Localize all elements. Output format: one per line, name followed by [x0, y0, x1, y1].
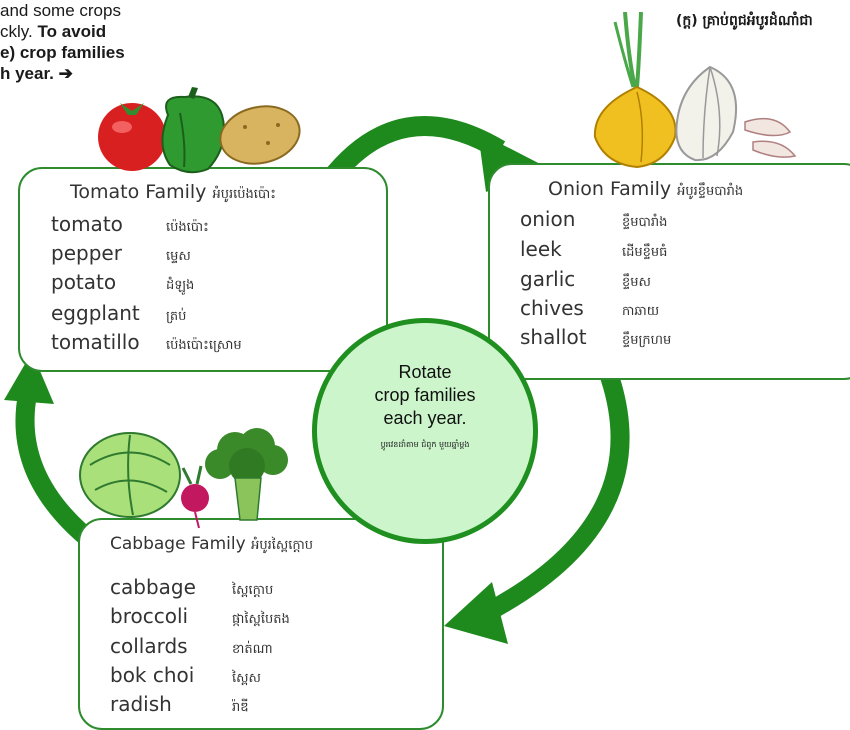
- shallot-label-kh: ខ្ទឹមក្រហម: [622, 332, 671, 351]
- rotate-crop-families-circle: Rotate crop families each year. ប្ដូរវេន…: [312, 318, 538, 544]
- onion-label: onion: [520, 207, 622, 231]
- potato-label: potato: [51, 270, 166, 294]
- garlic-label: garlic: [520, 267, 622, 291]
- radish-illustration: [181, 466, 209, 528]
- garlic-clove-illustration: [745, 119, 795, 157]
- garlic-illustration: [676, 67, 736, 160]
- chives-label: chives: [520, 296, 622, 320]
- cabbage-illustration: [80, 433, 180, 517]
- center-subtitle-kh: ប្ដូរវេនដាំតាម ជំពូក មួយឆ្នាំម្ដង: [317, 439, 533, 451]
- radish-label-kh: រ៉ាឌី: [232, 699, 249, 718]
- tomato-family-title-en: Tomato Family: [70, 181, 206, 203]
- tomato-family-title: Tomato Family អំបូរប៉េងប៉ោះ: [70, 181, 276, 205]
- bok-choi-label-kh: ស្ពៃស: [232, 670, 261, 689]
- onion-family-title-kh: អំបូរខ្ទឹមបារាំង: [677, 184, 743, 199]
- eggplant-label: eggplant: [51, 301, 166, 325]
- cabbage-label: cabbage: [110, 575, 232, 599]
- cabbage-family-title: Cabbage Family អំបូរស្ពៃក្ដោប: [110, 534, 313, 556]
- broccoli-label: broccoli: [110, 604, 232, 628]
- pepper-illustration: [162, 87, 224, 172]
- leek-label-kh: ដើមខ្ទឹមធំ: [622, 244, 667, 263]
- tomatillo-label-kh: ប៉េងប៉ោះស្រោម: [166, 337, 242, 356]
- arrow-onion-to-cabbage-head: [444, 582, 508, 644]
- onion-illustration: [595, 12, 676, 167]
- cabbage-label-kh: ស្ពៃក្ដោប: [232, 582, 273, 601]
- leek-label: leek: [520, 237, 622, 261]
- bok-choi-label: bok choi: [110, 663, 232, 687]
- broccoli-illustration: [205, 428, 288, 520]
- tomato-family-vegetables-illustration: [90, 85, 305, 180]
- tomato-label-kh: ប៉េងប៉ោះ: [166, 219, 209, 238]
- radish-label: radish: [110, 692, 232, 716]
- onion-label-kh: ខ្ទឹមបារាំង: [622, 214, 667, 233]
- tomatillo-label: tomatillo: [51, 330, 166, 354]
- pepper-label-kh: ម្ទេស: [166, 248, 191, 267]
- collards-label-kh: ខាត់ណា: [232, 641, 273, 660]
- onion-family-title: Onion Family អំបូរខ្ទឹមបារាំង: [548, 178, 743, 202]
- tomato-family-title-kh: អំបូរប៉េងប៉ោះ: [212, 187, 275, 202]
- tomato-illustration: [98, 103, 166, 171]
- potato-illustration: [215, 99, 305, 170]
- shallot-label: shallot: [520, 325, 622, 349]
- garlic-label-kh: ខ្ទឹមស: [622, 274, 651, 293]
- center-line-2: crop families: [317, 384, 533, 407]
- onion-family-title-en: Onion Family: [548, 178, 671, 200]
- broccoli-label-kh: ផ្កាស្ពៃបៃតង: [232, 611, 290, 630]
- cabbage-family-title-kh: អំបូរស្ពៃក្ដោប: [251, 538, 313, 553]
- tomato-label: tomato: [51, 212, 166, 236]
- cabbage-family-vegetables-illustration: [75, 420, 290, 530]
- collards-label: collards: [110, 634, 232, 658]
- onion-family-vegetables-illustration: [585, 12, 800, 172]
- potato-label-kh: ដំឡូង: [166, 277, 194, 296]
- center-line-1: Rotate: [317, 361, 533, 384]
- center-line-3: each year.: [317, 407, 533, 430]
- pepper-label: pepper: [51, 241, 166, 265]
- eggplant-label-kh: ត្រប់: [166, 308, 186, 327]
- center-message: Rotate crop families each year.: [317, 361, 533, 430]
- cabbage-family-title-en: Cabbage Family: [110, 534, 246, 554]
- chives-label-kh: កាឆាយ: [622, 303, 659, 322]
